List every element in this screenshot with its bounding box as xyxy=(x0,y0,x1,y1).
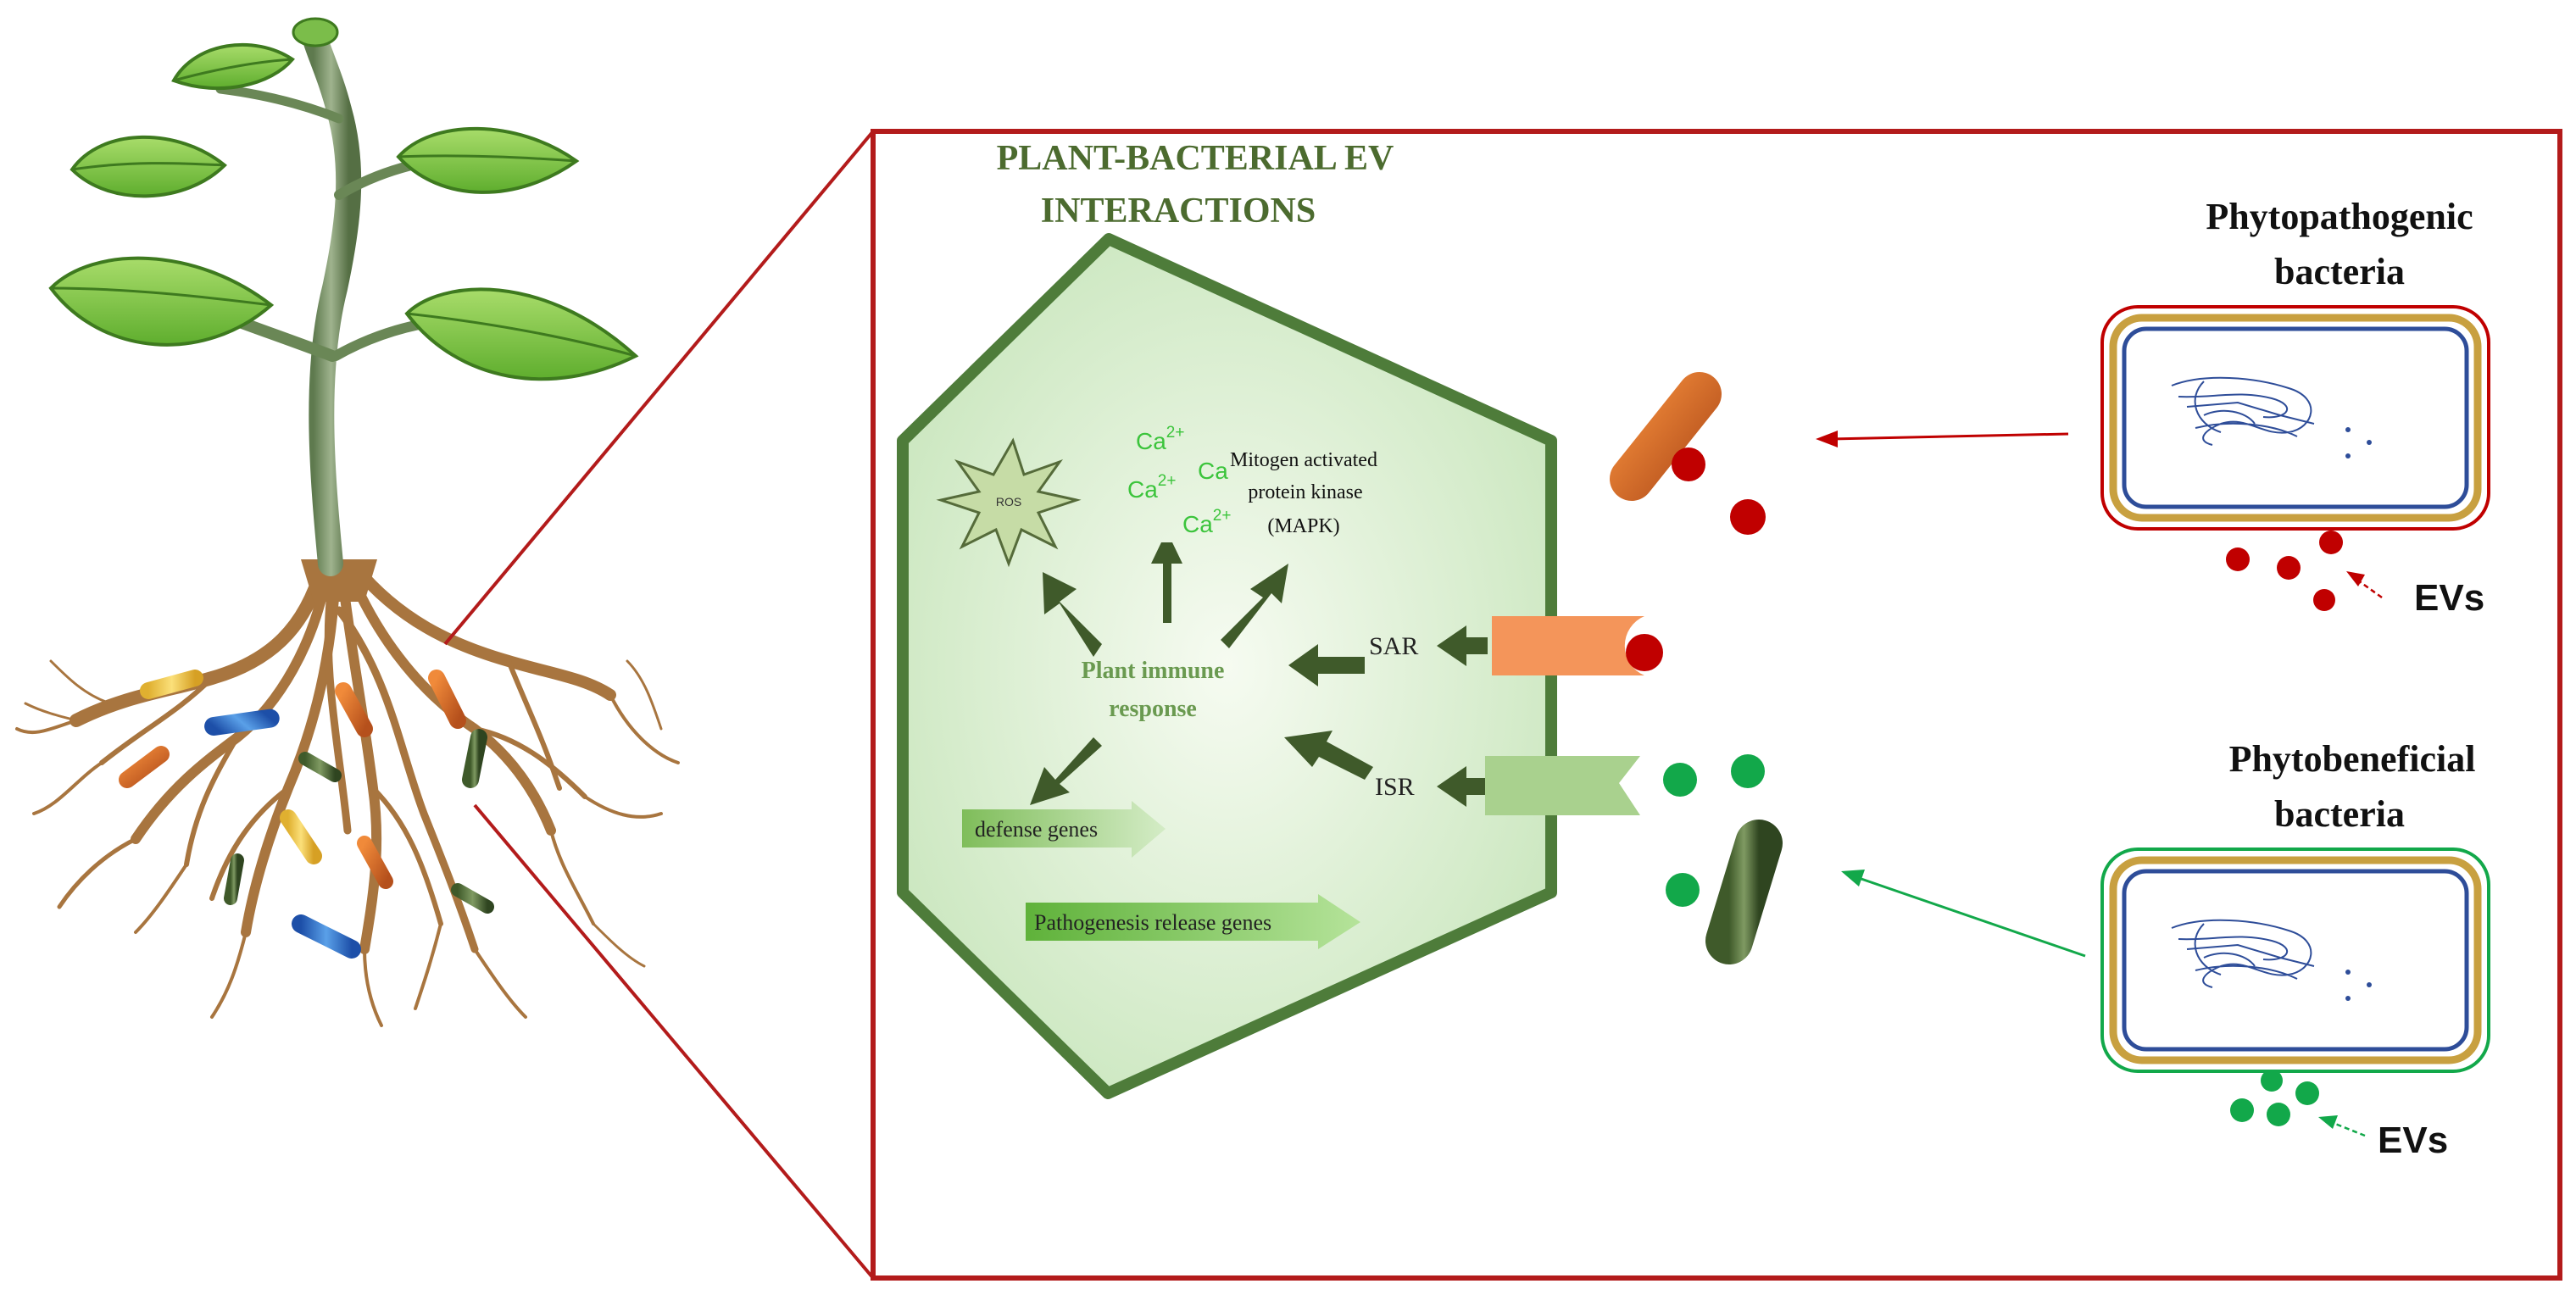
root-bacterium-green-4 xyxy=(451,883,494,914)
arrow-to-defense-genes xyxy=(1030,737,1102,805)
root-bacterium-blue-1 xyxy=(204,709,280,736)
mapk-label: Mitogen activated protein kinase (MAPK) xyxy=(1230,449,1377,537)
calcium-ion-1: Ca2+ xyxy=(1136,424,1184,454)
immune-response-label: Plant immune response xyxy=(1082,658,1225,722)
plant-illustration xyxy=(15,17,680,1027)
plant-stem xyxy=(301,21,362,576)
beneficial-ev-2 xyxy=(1731,754,1765,788)
pathogenesis-genes-arrow: Pathogenesis release genes xyxy=(1026,894,1360,949)
pathogenic-bacterium-cell xyxy=(2100,305,2490,554)
pathogen-ev-2 xyxy=(1730,499,1766,535)
root-bacterium-blue-2 xyxy=(292,914,361,959)
beneficial-arrow xyxy=(1841,870,2086,958)
arrow-to-ros xyxy=(1043,572,1102,657)
budding-ev-pathogen xyxy=(2319,531,2343,554)
mapk-line2: protein kinase xyxy=(1248,481,1362,503)
pathogen-ev-1 xyxy=(1672,447,1705,481)
sar-bound-ev xyxy=(1626,634,1663,671)
pathogenic-nucleoid xyxy=(2171,376,2315,446)
beneficial-bacterium-cell xyxy=(2100,848,2490,1092)
zoom-line-top xyxy=(443,130,875,646)
root-bacterium-yellow-2 xyxy=(280,809,322,864)
immune-line1: Plant immune xyxy=(1082,658,1225,684)
beneficial-evs xyxy=(2230,1081,2366,1137)
root-bacterium-green-3 xyxy=(224,853,244,905)
root-bacteria xyxy=(119,670,494,959)
ros-label: ROS xyxy=(996,495,1021,509)
calcium-ion-4: Ca2+ xyxy=(1182,507,1231,537)
sar-label: SAR xyxy=(1369,632,1418,660)
isr-label: ISR xyxy=(1375,773,1415,801)
plant-bud xyxy=(292,17,339,47)
pathogen-near-cell xyxy=(1610,372,1766,535)
arrow-from-isr xyxy=(1284,731,1373,780)
panel-title-line1: PLANT-BACTERIAL EV xyxy=(997,139,1394,178)
immune-line2: response xyxy=(1109,696,1197,722)
root-bacterium-green-1 xyxy=(462,729,487,788)
orange-pathogen-bacterium xyxy=(1610,372,1722,501)
arrow-from-sar xyxy=(1288,644,1365,686)
root-bacterium-orange-4 xyxy=(357,836,393,889)
pathogenic-evs-label: EVs xyxy=(2414,577,2484,619)
isr-arrow xyxy=(1437,766,1488,807)
calcium-ions: Ca2+ Ca2+ Ca Ca2+ xyxy=(1127,424,1231,537)
budding-ev-beneficial xyxy=(2261,1070,2283,1092)
immune-arrows xyxy=(1030,542,1373,805)
beneficial-near-cell xyxy=(1663,754,1783,964)
pathogen-arrow xyxy=(1816,431,2069,447)
root-system xyxy=(15,561,680,1027)
arrow-to-calcium xyxy=(1151,542,1182,623)
sar-arrow xyxy=(1437,625,1488,666)
root-bacterium-green-2 xyxy=(298,752,342,782)
sar-receptor xyxy=(1492,616,1644,675)
calcium-ion-2: Ca2+ xyxy=(1127,472,1176,503)
arrow-to-mapk xyxy=(1221,564,1288,648)
leaf-right-lower xyxy=(404,287,639,381)
pathogenic-title-line2: bacteria xyxy=(2274,251,2405,292)
root-bacterium-yellow-1 xyxy=(140,670,203,699)
calcium-ion-3: Ca xyxy=(1198,458,1228,484)
leaves xyxy=(48,42,639,381)
root-bacterium-orange-2 xyxy=(335,682,373,737)
pathogenic-title-line1: Phytopathogenic xyxy=(2206,196,2473,237)
beneficial-ev-1 xyxy=(1663,763,1697,797)
mapk-line3: (MAPK) xyxy=(1267,515,1339,537)
plant-cell xyxy=(897,233,1557,1099)
beneficial-ev-3 xyxy=(1666,873,1700,907)
beneficial-title-line1: Phytobeneficial xyxy=(2229,738,2476,780)
ros-star: ROS xyxy=(936,437,1082,568)
root-bacterium-orange-1 xyxy=(119,746,170,788)
stem-branch-upper-left xyxy=(215,84,344,124)
beneficial-title-line2: bacteria xyxy=(2274,793,2405,835)
pathogenesis-genes-label: Pathogenesis release genes xyxy=(1034,910,1271,935)
isr-receptor xyxy=(1485,756,1640,815)
defense-genes-label: defense genes xyxy=(975,817,1098,842)
pathogenic-evs xyxy=(2226,547,2383,611)
root-bacterium-orange-3 xyxy=(428,670,466,729)
mapk-line1: Mitogen activated xyxy=(1230,449,1377,471)
beneficial-evs-label: EVs xyxy=(2378,1120,2448,1161)
zoom-line-bottom xyxy=(473,803,875,1280)
green-beneficial-bacterium xyxy=(1705,820,1783,964)
panel-title-line2: INTERACTIONS xyxy=(1041,192,1316,231)
defense-genes-arrow: defense genes xyxy=(962,801,1166,858)
beneficial-nucleoid xyxy=(2171,919,2315,988)
